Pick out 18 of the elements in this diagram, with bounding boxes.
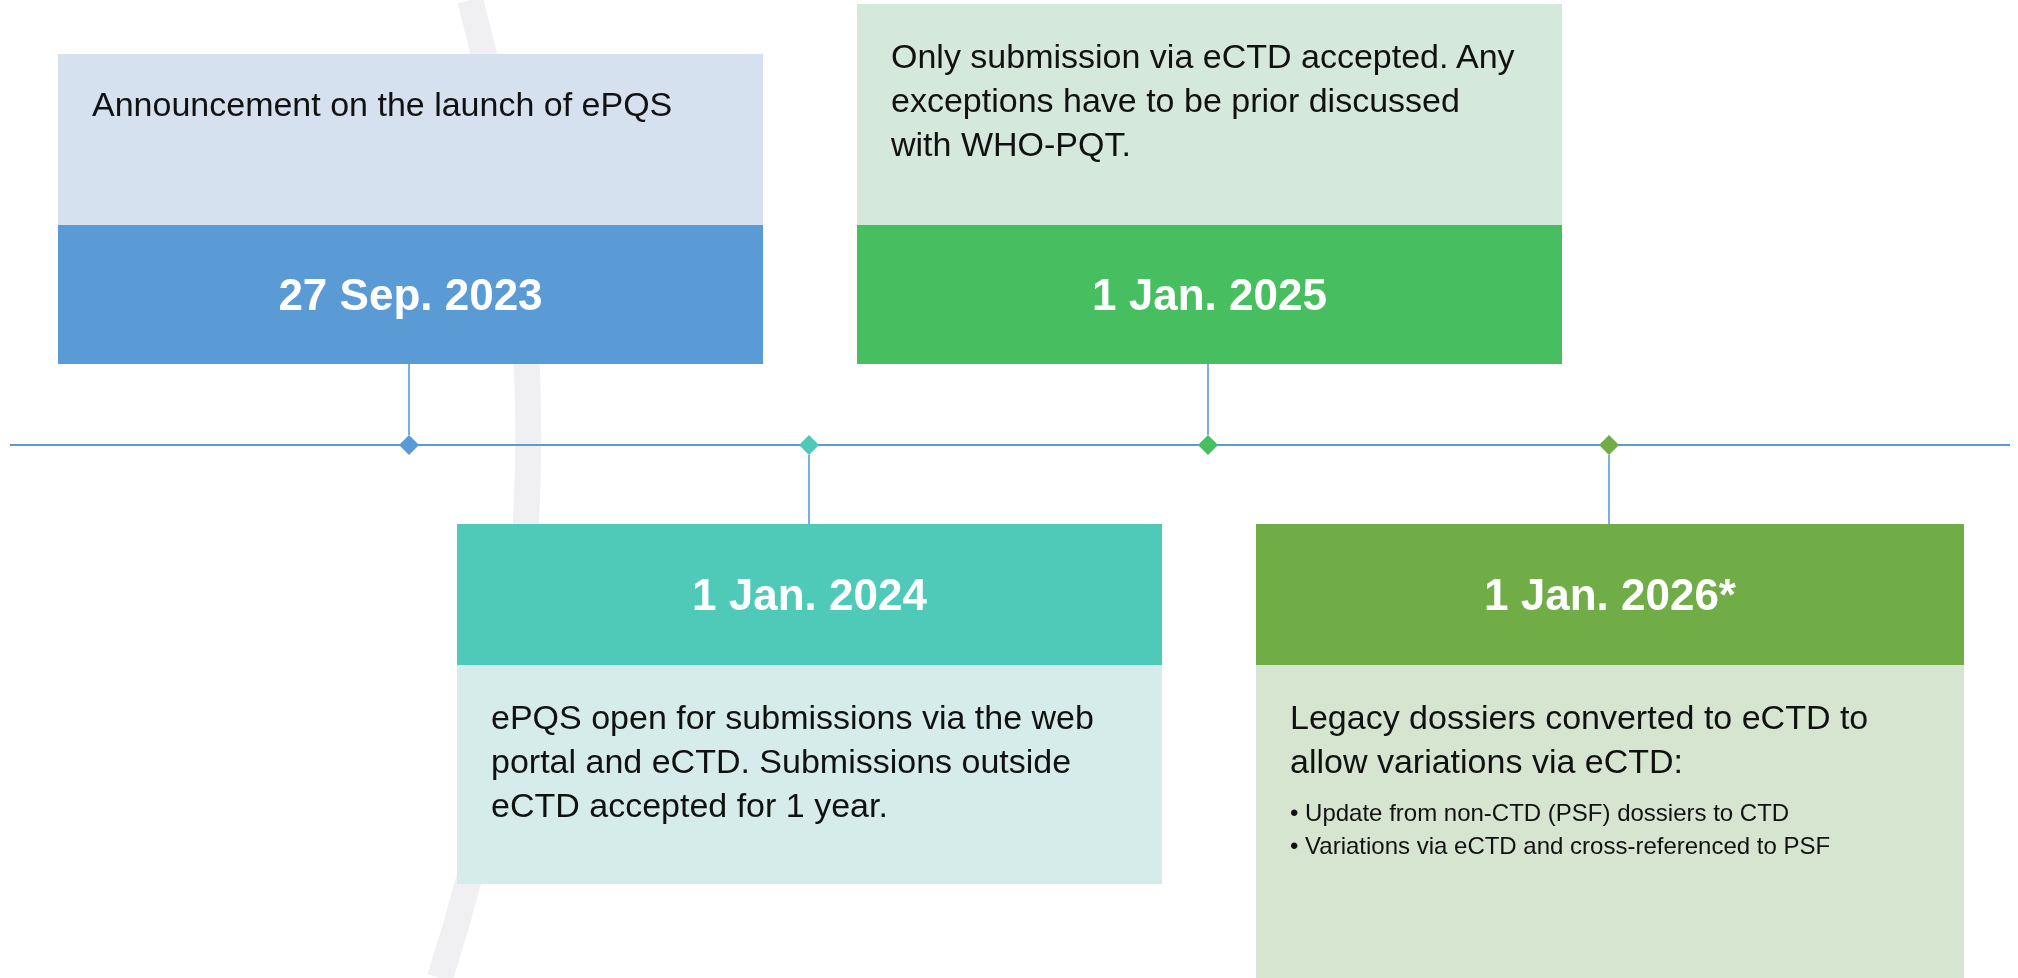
connector-line: [1207, 363, 1209, 436]
timeline-diamond: [1599, 435, 1619, 455]
description-text: ePQS open for submissions via the web portal and eCTD. Submissions outside eCTD accepted for 1 year.: [490, 697, 1095, 827]
description-text: Announcement on the launch of ePQS: [91, 84, 674, 125]
connector-line: [1608, 454, 1610, 525]
date-heading: 27 Sep. 2023: [58, 225, 763, 364]
connector-line: [408, 363, 410, 436]
date-heading: 1 Jan. 2024: [457, 524, 1162, 665]
date-heading: 1 Jan. 2026*: [1256, 524, 1964, 665]
date-heading: 1 Jan. 2025: [857, 225, 1562, 364]
bullet-item: • Variations via eCTD and cross-referenced to PSF: [1290, 830, 1832, 861]
description-text: Legacy dossiers converted to eCTD to allow variations via eCTD:: [1289, 697, 1870, 783]
timeline-diamond: [399, 435, 419, 455]
description-text: Only submission via eCTD accepted. Any exceptions have to be prior discussed with WHO-PQT.: [890, 36, 1516, 166]
timeline-diamond: [1198, 435, 1218, 455]
timeline-diamond: [799, 435, 819, 455]
bullet-item: • Update from non-CTD (PSF) dossiers to CTD: [1290, 798, 1791, 829]
connector-line: [808, 454, 810, 525]
